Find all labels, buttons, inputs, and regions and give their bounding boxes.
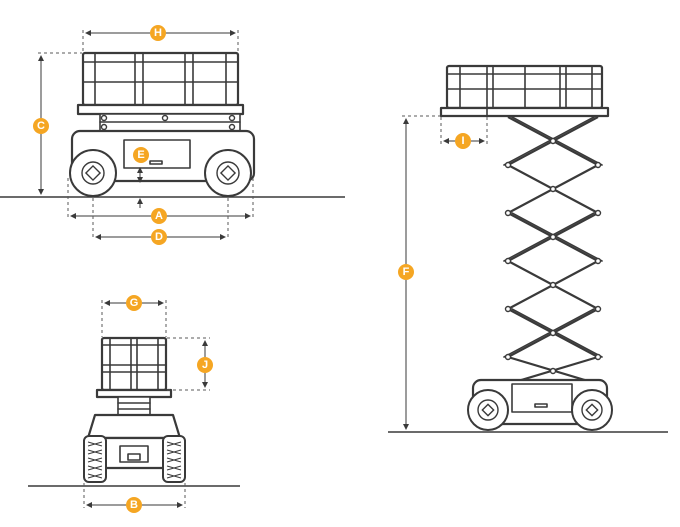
side-view-stowed — [0, 30, 345, 240]
svg-text:J: J — [202, 359, 208, 371]
svg-text:I: I — [461, 135, 464, 147]
raised-rear-wheel — [571, 389, 613, 431]
badge-g: G — [126, 295, 142, 311]
front-view — [28, 300, 240, 508]
raised-front-wheel — [467, 389, 509, 431]
svg-text:E: E — [137, 149, 144, 161]
badge-a: A — [151, 208, 167, 224]
raised-guardrail — [445, 64, 604, 110]
platform-deck — [76, 103, 245, 116]
front-left-tire — [83, 435, 107, 483]
svg-text:F: F — [403, 266, 410, 278]
front-guardrail — [100, 336, 168, 392]
svg-text:H: H — [154, 27, 162, 39]
svg-text:G: G — [130, 297, 139, 309]
front-right-tire — [162, 435, 186, 483]
front-scissor-stack — [117, 396, 151, 416]
rear-wheel — [204, 149, 252, 197]
platform-guardrail — [81, 51, 240, 107]
badge-d: D — [151, 229, 167, 245]
badge-e: E — [133, 147, 149, 163]
svg-text:B: B — [130, 499, 138, 511]
scissor-arms — [503, 116, 603, 386]
collapsed-scissor-stack — [99, 113, 241, 132]
badge-i: I — [455, 133, 471, 149]
badge-c: C — [33, 118, 49, 134]
svg-text:C: C — [37, 120, 45, 132]
svg-text:A: A — [155, 210, 163, 222]
badge-h: H — [150, 25, 166, 41]
side-view-raised — [388, 64, 668, 433]
raised-deck — [439, 106, 610, 118]
badge-f: F — [398, 264, 414, 280]
badge-b: B — [126, 497, 142, 513]
svg-text:D: D — [155, 231, 163, 243]
badge-j: J — [197, 357, 213, 373]
front-deck — [95, 388, 173, 399]
front-wheel — [69, 149, 117, 197]
